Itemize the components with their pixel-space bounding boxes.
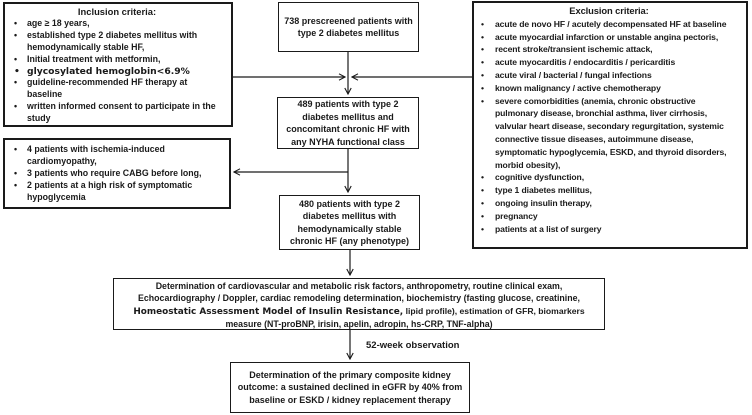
inclusion-criteria-list: age ≥ 18 years, established type 2 diabe… — [7, 18, 227, 125]
exclusion-item: recent stroke/transient ischemic attack, — [476, 43, 742, 56]
inclusion-criteria-box: Inclusion criteria: age ≥ 18 years, esta… — [3, 2, 233, 127]
primary-outcome-text: Determination of the primary composite k… — [237, 370, 463, 405]
inclusion-criteria-title: Inclusion criteria: — [77, 6, 157, 17]
assessment-box: Determination of cardiovascular and meta… — [113, 278, 605, 330]
inclusion-item: established type 2 diabetes mellitus wit… — [7, 30, 227, 54]
assessment-line-1: Determination of cardiovascular and meta… — [155, 281, 563, 291]
exclusion-item: acute myocardial infarction or unstable … — [476, 31, 742, 44]
prescreened-patients-box: 738 prescreened patients with type 2 dia… — [278, 2, 419, 52]
assessment-line-3: Homeostatic Assessment Model of Insulin … — [114, 305, 604, 318]
excluded-item: 4 patients with ischemia-induced cardiom… — [7, 144, 225, 168]
assessment-line-3-rest: lipid profile), estimation of GFR, bioma… — [403, 305, 585, 316]
patients-489-text: 489 patients with type 2 diabetes mellit… — [286, 99, 410, 147]
exclusion-criteria-box: Exclusion criteria: acute de novo HF / a… — [472, 1, 748, 249]
inclusion-item: glycosylated hemoglobin<6.9% — [7, 66, 227, 78]
exclusion-item: known malignancy / active chemotherapy — [476, 82, 742, 95]
exclusion-item: ongoing insulin therapy, — [476, 197, 742, 210]
inclusion-item: guideline-recommended HF therapy at base… — [7, 77, 227, 101]
exclusion-criteria-list: acute de novo HF / acutely decompensated… — [476, 18, 742, 236]
prescreened-patients-text: 738 prescreened patients with type 2 dia… — [284, 15, 413, 39]
exclusion-item: acute myocarditis / endocarditis / peric… — [476, 56, 742, 69]
exclusion-item: severe comorbidities (anemia, chronic ob… — [476, 95, 742, 172]
exclusion-item: pregnancy — [476, 210, 742, 223]
exclusion-item: type 1 diabetes mellitus, — [476, 184, 742, 197]
primary-outcome-box: Determination of the primary composite k… — [230, 362, 470, 413]
exclusion-item: acute de novo HF / acutely decompensated… — [476, 18, 742, 31]
patients-480-box: 480 patients with type 2 diabetes mellit… — [279, 195, 420, 250]
excluded-patients-box: 4 patients with ischemia-induced cardiom… — [3, 138, 231, 209]
assessment-line-3-emphasis: Homeostatic Assessment Model of Insulin … — [133, 306, 404, 317]
exclusion-item: patients at a list of surgery — [476, 223, 742, 236]
assessment-line-2: Echocardiography / Doppler, cardiac remo… — [138, 293, 580, 304]
inclusion-item: age ≥ 18 years, — [7, 18, 227, 30]
patients-489-box: 489 patients with type 2 diabetes mellit… — [277, 97, 419, 149]
inclusion-item: written informed consent to participate … — [7, 101, 227, 125]
inclusion-item: Initial treatment with metformin, — [7, 54, 227, 66]
observation-period-label: 52-week observation — [366, 340, 460, 351]
exclusion-item: acute viral / bacterial / fungal infecti… — [476, 69, 742, 82]
patients-480-text: 480 patients with type 2 diabetes mellit… — [289, 198, 409, 247]
excluded-item: 2 patients at a high risk of symptomatic… — [7, 180, 225, 204]
exclusion-criteria-title: Exclusion criteria: — [569, 5, 649, 16]
exclusion-item: cognitive dysfunction, — [476, 171, 742, 184]
excluded-patients-list: 4 patients with ischemia-induced cardiom… — [7, 144, 225, 204]
excluded-item: 3 patients who require CABG before long, — [7, 168, 225, 180]
assessment-line-4: measure (NT-proBNP, irisin, apelin, adro… — [225, 318, 493, 329]
